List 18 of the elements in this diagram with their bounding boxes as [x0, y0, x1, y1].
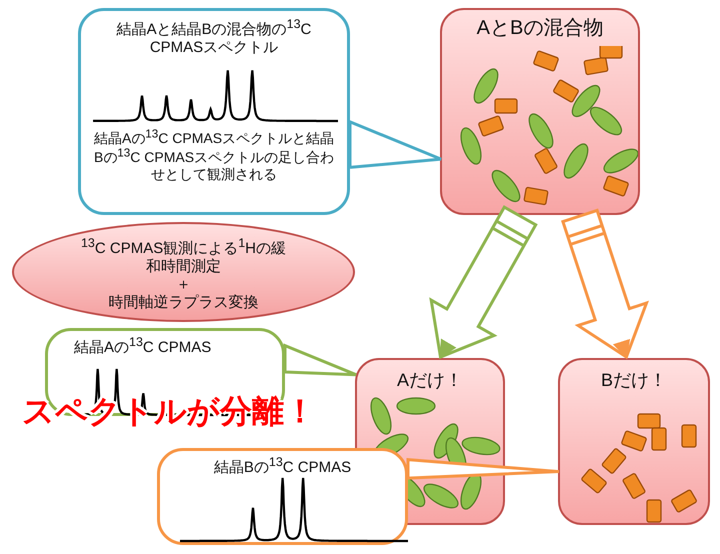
bubble-heading: 結晶Bの$^{13}$C CPMAS	[214, 459, 352, 476]
box-title: Bだけ！	[600, 370, 667, 390]
box-title: AとBの混合物	[476, 17, 604, 39]
speech-bubble	[78, 8, 350, 215]
method-text: 時間軸逆ラプラス変換	[108, 294, 258, 311]
plus-sign: ＋	[176, 276, 191, 293]
method-text: $^{13}$C CPMAS観測による$^{1}$Hの緩和時間測定	[80, 240, 286, 275]
block-arrow	[429, 206, 538, 360]
speech-bubble	[157, 448, 408, 545]
block-arrow	[561, 208, 649, 360]
bubble-heading: 結晶Aの$^{13}$C CPMAS	[74, 339, 212, 356]
bubble-heading: 結晶Aと結晶Bの混合物の$^{13}$C CPMASスペクトル	[116, 21, 312, 56]
bubble-text: 結晶Aの$^{13}$C CPMASスペクトルと結晶Bの$^{13}$C CPMASスペクトルの足し合わせとして観測される	[94, 130, 334, 182]
sample-box	[558, 358, 710, 525]
box-title: Aだけ！	[396, 370, 463, 390]
callout-pointer	[406, 458, 560, 480]
callout-pointer	[284, 343, 358, 376]
sample-box	[440, 8, 640, 215]
